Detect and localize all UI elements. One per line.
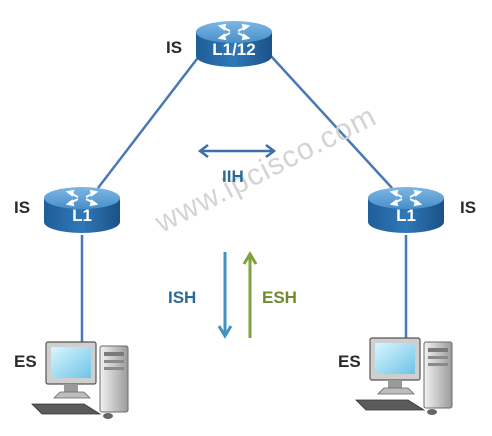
router-arrows-icon [389, 189, 423, 207]
computer-right-icon [355, 337, 453, 415]
esh-label: ESH [262, 288, 297, 307]
computer-left-icon [31, 341, 129, 419]
router-arrows-icon [217, 23, 251, 41]
links [80, 54, 408, 345]
router-top [196, 21, 272, 67]
link-top-left [97, 54, 201, 189]
router-right-label: L1 [396, 206, 416, 225]
router-top-label: L1/12 [212, 40, 256, 59]
router-right [368, 187, 444, 233]
es-right-role: ES [338, 352, 361, 371]
router-left-label: L1 [72, 206, 92, 225]
router-right-role: IS [460, 198, 477, 217]
router-arrows-icon [65, 189, 99, 207]
iih-arrow [197, 144, 277, 158]
router-left-role: IS [14, 198, 31, 217]
iih-label: IIH [222, 167, 244, 186]
link-top-right [269, 54, 393, 189]
ish-label: ISH [168, 288, 197, 307]
router-left [44, 187, 120, 233]
router-top-role: IS [166, 38, 183, 57]
esh-arrow [242, 251, 258, 338]
ish-arrow [217, 252, 233, 339]
es-left-role: ES [14, 352, 37, 371]
